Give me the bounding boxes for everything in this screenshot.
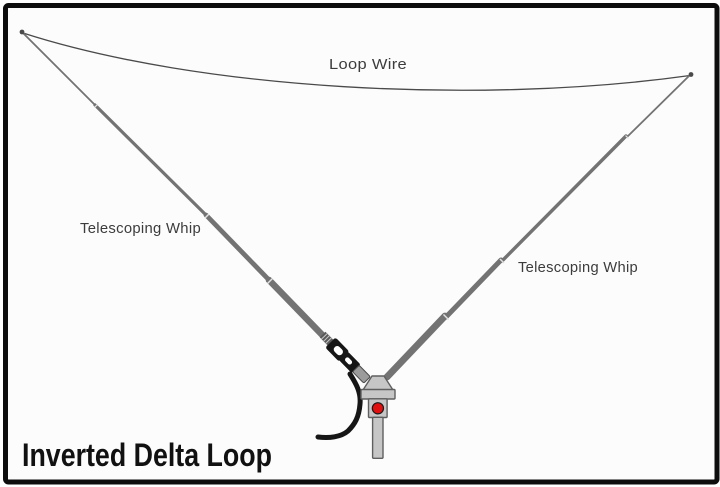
connector-white-dash xyxy=(345,357,353,365)
connector-feed-stub xyxy=(352,365,371,384)
coax-cable xyxy=(315,371,363,441)
connector-white-band xyxy=(333,346,343,356)
whip-joint xyxy=(443,314,449,320)
red-indicator xyxy=(371,402,385,415)
whip-joint xyxy=(94,104,98,108)
loop-wire-label: Loop Wire xyxy=(329,56,407,73)
whip-tip-right xyxy=(688,72,694,77)
right-whip-label: Telescoping Whip xyxy=(518,259,638,276)
left-telescoping-whip xyxy=(21,31,336,349)
whip-tip-left xyxy=(19,29,25,35)
mount-post xyxy=(371,416,384,459)
right-telescoping-whip xyxy=(383,73,692,381)
mount-base-plate xyxy=(360,388,396,400)
antenna-mount xyxy=(360,375,396,459)
whip-joint xyxy=(499,258,505,264)
diagram-border xyxy=(3,3,720,485)
left-whip-label: Telescoping Whip xyxy=(80,220,201,237)
whip-joint xyxy=(625,135,629,139)
loop-wire xyxy=(22,32,691,91)
coax-connector xyxy=(319,331,371,384)
whip-joint xyxy=(267,278,273,284)
whip-joint xyxy=(204,213,210,219)
diagram-title: Inverted Delta Loop xyxy=(22,437,272,473)
